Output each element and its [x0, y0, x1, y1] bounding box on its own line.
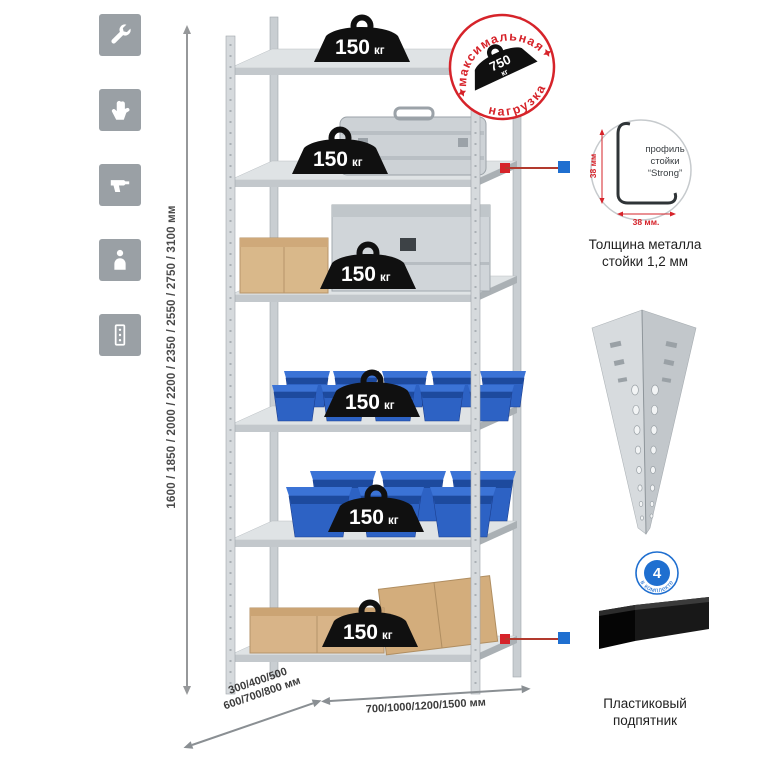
weight-badge: 150 кг [320, 245, 416, 289]
weight-badge: 150 кг [328, 488, 424, 532]
svg-text:кг: кг [380, 272, 391, 284]
svg-text:150: 150 [335, 36, 370, 59]
svg-text:“Strong”: “Strong” [648, 168, 682, 179]
svg-text:150: 150 [349, 506, 384, 529]
svg-text:кг: кг [388, 515, 399, 527]
connector-line [505, 167, 561, 169]
gloves-icon [99, 89, 141, 131]
rack-illustration: 150 кг 150 кг 150 кг 150 кг 150 кг 150 к… [225, 13, 556, 695]
perforated-post-image [591, 309, 697, 535]
drill-icon [99, 164, 141, 206]
svg-text:кг: кг [382, 630, 393, 642]
svg-text:кг: кг [374, 45, 385, 57]
post-profile-detail: 38 мм 38 мм. профиль стойки “Strong” [588, 119, 692, 227]
height-dimension-line [183, 25, 191, 695]
weight-badge: 150 кг [314, 18, 410, 62]
svg-text:кг: кг [384, 400, 395, 412]
svg-text:кг: кг [500, 67, 510, 78]
rack-icon [99, 314, 141, 356]
weight-badge: 150 кг [324, 373, 420, 417]
connector-line [505, 638, 561, 640]
person-icon [99, 239, 141, 281]
svg-text:4: 4 [653, 565, 662, 582]
svg-text:кг: кг [352, 157, 363, 169]
connector-blue-square [558, 632, 570, 644]
svg-text:38 мм: 38 мм [588, 154, 598, 178]
svg-text:профиль: профиль [645, 144, 684, 155]
weight-badge: 150 кг [322, 603, 418, 647]
connector-blue-square [558, 161, 570, 173]
svg-text:150: 150 [341, 263, 376, 286]
wrench-icon [99, 14, 141, 56]
kit-count-badge: в комплекте 4 [635, 551, 679, 595]
profile-angle-shape [616, 122, 678, 205]
svg-text:150: 150 [313, 148, 348, 171]
svg-text:стойки: стойки [650, 156, 679, 167]
foot-caption: Пластиковый подпятник [603, 696, 687, 728]
weight-badge: 150 кг [292, 130, 388, 174]
svg-text:150: 150 [343, 621, 378, 644]
profile-caption: Толщина металла стойки 1,2 мм [588, 237, 702, 269]
height-dimension-label: 1600 / 1850 / 2000 / 2200 / 2350 / 2550 … [166, 205, 178, 509]
svg-text:150: 150 [345, 391, 380, 414]
cardboard-box-shelf3 [239, 237, 329, 294]
plastic-foot-image: в комплекте 4 [599, 551, 709, 649]
svg-text:38 мм.: 38 мм. [633, 217, 660, 227]
